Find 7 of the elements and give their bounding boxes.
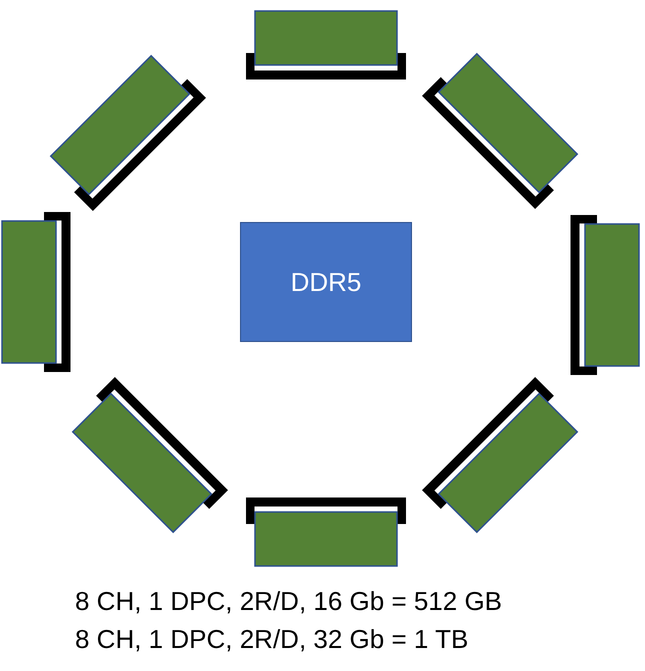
memory-module [0, 212, 72, 372]
capacity-note: 8 CH, 1 DPC, 2R/D, 16 Gb = 512 GB [75, 586, 502, 617]
capacity-note: 8 CH, 1 DPC, 2R/D, 32 Gb = 1 TB [75, 624, 468, 655]
memory-module [246, 496, 406, 568]
memory-module [569, 215, 641, 375]
memory-module [246, 9, 406, 81]
memory-controller-box: DDR5 [240, 222, 412, 342]
